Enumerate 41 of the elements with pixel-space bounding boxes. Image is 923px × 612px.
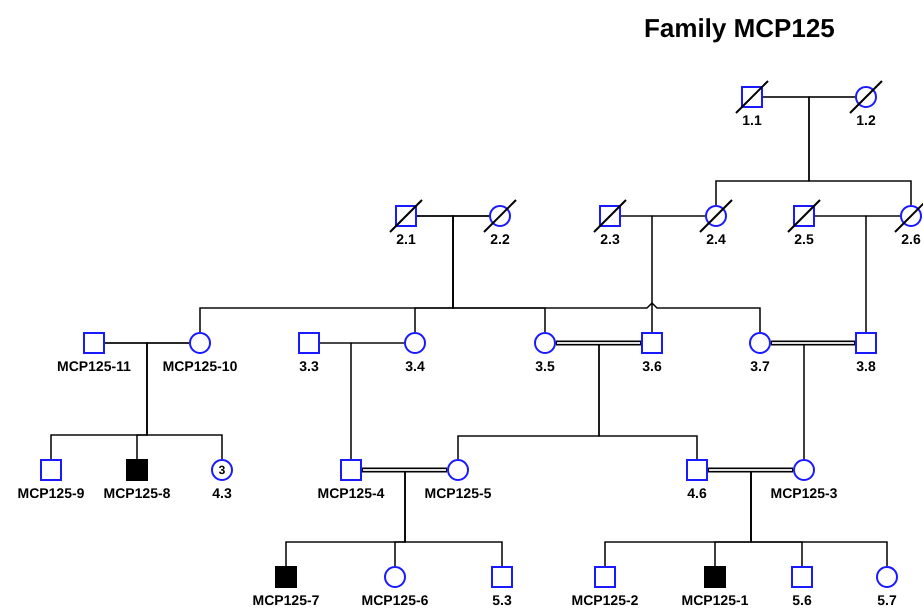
individual-id: MCP125-8 bbox=[104, 486, 170, 500]
individual-id: MCP125-3 bbox=[770, 486, 838, 500]
individual-id: 5.6 bbox=[792, 593, 812, 607]
descent-line bbox=[146, 342, 223, 459]
individual-id: 4.3 bbox=[212, 486, 232, 500]
individual-id: 2.5 bbox=[794, 232, 814, 246]
consanguineous-marriage-line bbox=[362, 468, 447, 472]
individual-id: MCP125-11 bbox=[57, 359, 131, 373]
descent-line bbox=[808, 96, 912, 205]
individual-id: MCP125-10 bbox=[162, 359, 238, 373]
consanguineous-marriage-line bbox=[771, 340, 855, 346]
individual-id: 3.3 bbox=[299, 359, 319, 373]
individual-id: 1.1 bbox=[742, 113, 762, 127]
individual-id: 5.3 bbox=[492, 593, 512, 607]
individual-id: MCP125-4 bbox=[318, 486, 384, 500]
individual-id: MCP125-1 bbox=[682, 593, 748, 607]
descent-line bbox=[350, 342, 404, 459]
individual-id: MCP125-7 bbox=[252, 593, 320, 607]
individual-id: MCP125-6 bbox=[362, 593, 428, 607]
individual-id: 4.6 bbox=[687, 486, 707, 500]
diagram-title: Family MCP125 bbox=[644, 13, 835, 44]
individual-id: 3.5 bbox=[535, 359, 555, 373]
individual-id: 5.7 bbox=[877, 593, 897, 607]
sibling-count-number: 3 bbox=[218, 464, 226, 476]
individual-id: 3.7 bbox=[750, 359, 770, 373]
individual-id: 2.1 bbox=[396, 232, 416, 246]
individual-id: MCP125-2 bbox=[572, 593, 638, 607]
individual-id: 3.4 bbox=[405, 359, 425, 373]
individual-id: 3.6 bbox=[642, 359, 662, 373]
individual-id: 2.4 bbox=[706, 232, 726, 246]
individual-id: MCP125-5 bbox=[424, 486, 492, 500]
individual-id: 2.6 bbox=[901, 232, 921, 246]
individual-id: 2.3 bbox=[600, 232, 620, 246]
individual-id: MCP125-9 bbox=[18, 486, 84, 500]
consanguineous-marriage-line bbox=[708, 468, 793, 472]
descent-line bbox=[865, 215, 900, 332]
individual-id: 2.2 bbox=[490, 232, 510, 246]
individual-id: 3.8 bbox=[856, 359, 876, 373]
descent-line bbox=[651, 215, 705, 332]
consanguineous-marriage-line bbox=[556, 340, 641, 346]
individual-id: 1.2 bbox=[856, 113, 876, 127]
